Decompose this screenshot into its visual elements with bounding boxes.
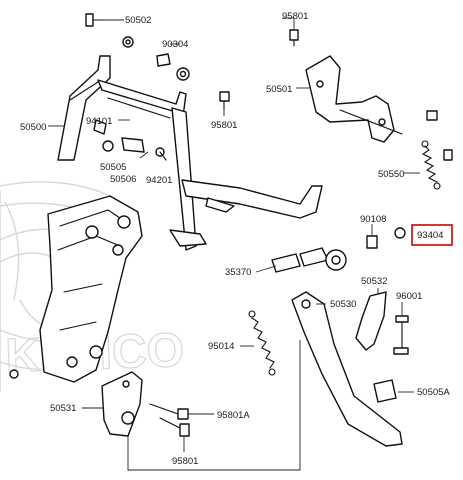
frame-section bbox=[9, 195, 143, 383]
part-90108-bolt bbox=[366, 235, 378, 249]
part-95801A-bolt bbox=[149, 403, 189, 420]
part-50502-washer bbox=[85, 13, 134, 48]
part-90304-bolt bbox=[156, 53, 190, 81]
part-50550-spring bbox=[421, 140, 453, 190]
highlight-box bbox=[411, 224, 453, 246]
part-50501-bracket bbox=[305, 55, 403, 143]
label-90108[interactable]: 90108 bbox=[360, 214, 386, 225]
label-90304[interactable]: 90304 bbox=[162, 39, 188, 50]
label-94101[interactable]: 94101 bbox=[86, 116, 112, 127]
main-stand bbox=[57, 55, 323, 251]
part-95801-top-bolt bbox=[289, 29, 299, 47]
label-93404[interactable]: 93404 bbox=[417, 230, 443, 241]
part-94101-hardware bbox=[102, 137, 167, 161]
label-50506[interactable]: 50506 bbox=[110, 174, 136, 185]
label-50501[interactable]: 50501 bbox=[266, 84, 292, 95]
label-95801-top[interactable]: 95801 bbox=[282, 11, 308, 22]
label-95801-mid[interactable]: 95801 bbox=[211, 120, 237, 131]
part-95801-bottom-bolt bbox=[159, 417, 190, 437]
part-50532-plate bbox=[355, 291, 387, 351]
part-95014-spring bbox=[248, 310, 276, 376]
label-50505[interactable]: 50505 bbox=[100, 162, 126, 173]
part-50530-side-stand bbox=[291, 291, 403, 447]
part-95801-mid-bolt bbox=[219, 91, 230, 111]
label-50500[interactable]: 50500 bbox=[20, 122, 46, 133]
label-35370[interactable]: 35370 bbox=[225, 267, 251, 278]
part-93404-nut bbox=[394, 227, 406, 239]
label-96001[interactable]: 96001 bbox=[396, 291, 422, 302]
part-50531-bracket bbox=[101, 371, 143, 437]
label-50505A[interactable]: 50505A bbox=[417, 387, 450, 398]
label-50550[interactable]: 50550 bbox=[378, 169, 404, 180]
label-94201[interactable]: 94201 bbox=[146, 175, 172, 186]
label-50502[interactable]: 50502 bbox=[125, 15, 151, 26]
label-50530[interactable]: 50530 bbox=[330, 299, 356, 310]
label-50531[interactable]: 50531 bbox=[50, 403, 76, 414]
label-95801A[interactable]: 95801A bbox=[217, 410, 250, 421]
label-95801-bottom[interactable]: 95801 bbox=[172, 456, 198, 467]
part-50505A-bushing bbox=[373, 379, 397, 403]
label-50532[interactable]: 50532 bbox=[361, 276, 387, 287]
part-95801-right-bolt bbox=[426, 110, 438, 121]
leader-lines bbox=[48, 17, 420, 471]
part-35370-switch bbox=[271, 247, 347, 273]
label-95014[interactable]: 95014 bbox=[208, 341, 234, 352]
part-96001-pin bbox=[393, 315, 409, 355]
